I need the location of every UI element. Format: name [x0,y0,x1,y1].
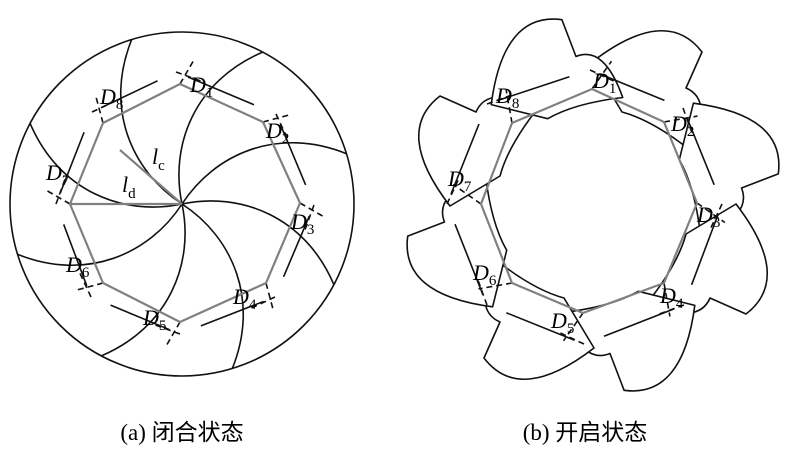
blade-edge-closed [181,200,335,286]
label-d7-closed: D7 [45,160,70,189]
blade-frame-closed [200,300,264,327]
blade-dash-closed [91,100,116,113]
blade-frame-closed [187,76,255,106]
blade-frame-open [598,73,665,102]
blade-dash-closed [304,204,315,230]
blade-leaf-open [490,18,624,120]
blade-dash-open [505,89,513,124]
blade-dash-closed [275,113,288,138]
label-d4-open: D4 [659,283,684,312]
blade-dash-closed [155,324,181,335]
blade-frame-open [506,312,575,341]
blade-dash-open [589,69,618,84]
label-d3-closed: D3 [290,209,314,238]
label-d7-open: D7 [447,166,472,195]
blade-dash-closed [299,202,327,219]
blade-dash-closed [94,93,104,124]
blade-frame-open [686,117,715,186]
blade-leaf-open [483,259,595,380]
pivot-octagon-closed [68,82,302,324]
blade-dash-open [708,203,723,232]
blade-frame-closed [282,215,311,278]
blade-frame-open [450,123,480,195]
blade-frame-closed [110,304,170,331]
blade-edge-closed [17,203,183,267]
label-d2-open: D2 [670,111,694,140]
blade-frame-open [690,213,719,286]
blade-edge-closed [181,203,245,369]
caption-closed: (a) 闭合状态 [120,420,243,445]
blade-dash-closed [251,296,276,309]
panel-closed-state: D1 D2 D3 D4 D5 D6 D7 D8 lc ld (a) 闭合状态 [9,31,355,445]
blade-dash-closed [43,188,71,205]
radius-lines-closed [70,149,183,206]
pivot-octagon-open [479,87,699,315]
blade-dash-open [655,304,685,317]
panel-open-state: D1 D2 D3 D4 D5 D6 D7 D8 (b) 开启状态 [406,18,780,445]
label-d1-open: D1 [592,68,616,97]
blade-dashes-closed [43,57,327,349]
label-d4-closed: D4 [232,284,257,313]
label-d8-open: D8 [495,83,519,112]
blade-dash-closed [265,282,275,313]
label-lc: lc [152,144,165,174]
label-d6-open: D6 [472,260,497,289]
blade-edge-closed [178,51,264,205]
blade-dash-open [478,282,513,290]
blade-frame-closed [62,224,88,287]
blade-dash-open [556,330,585,345]
blade-edges-closed [17,39,347,369]
blade-dash-closed [164,321,181,349]
blade-dash-open [486,92,516,105]
blade-dash-open [591,60,613,90]
caption-open: (b) 开启状态 [523,420,648,445]
blade-dash-open [663,115,698,123]
blade-edge-closed [181,141,347,205]
blade-dash-open [446,176,461,205]
blade-edge-closed [29,122,183,208]
blade-dash-open [663,282,671,317]
label-d2-closed: D2 [265,118,289,147]
label-d1-closed: D1 [189,72,213,101]
label-d8-closed: D8 [99,84,123,113]
blade-dash-closed [79,273,92,298]
blade-leaf-open [647,203,768,315]
blade-dash-closed [175,71,201,82]
blade-dash-open [682,107,695,137]
label-ld: ld [122,172,136,202]
blade-dashes-open [446,60,726,345]
length-lc-line [119,149,183,205]
label-d6-closed: D6 [65,252,90,281]
blade-leaf-open [418,95,539,207]
outer-ring-closed [9,31,355,377]
blade-edge-closed [100,203,186,357]
blade-edge-closed [119,39,183,205]
label-d5-open: D5 [550,308,574,337]
label-d5-closed: D5 [142,305,166,334]
blade-dash-open [452,183,482,205]
blade-dash-open [562,312,584,342]
blade-dash-open [696,202,726,224]
blade-dash-closed [73,282,104,292]
blade-dash-open [475,276,488,306]
blade-frame-closed [279,124,307,186]
label-d3-open: D3 [696,202,720,231]
blade-dash-closed [55,179,66,205]
blade-dash-closed [179,57,196,85]
